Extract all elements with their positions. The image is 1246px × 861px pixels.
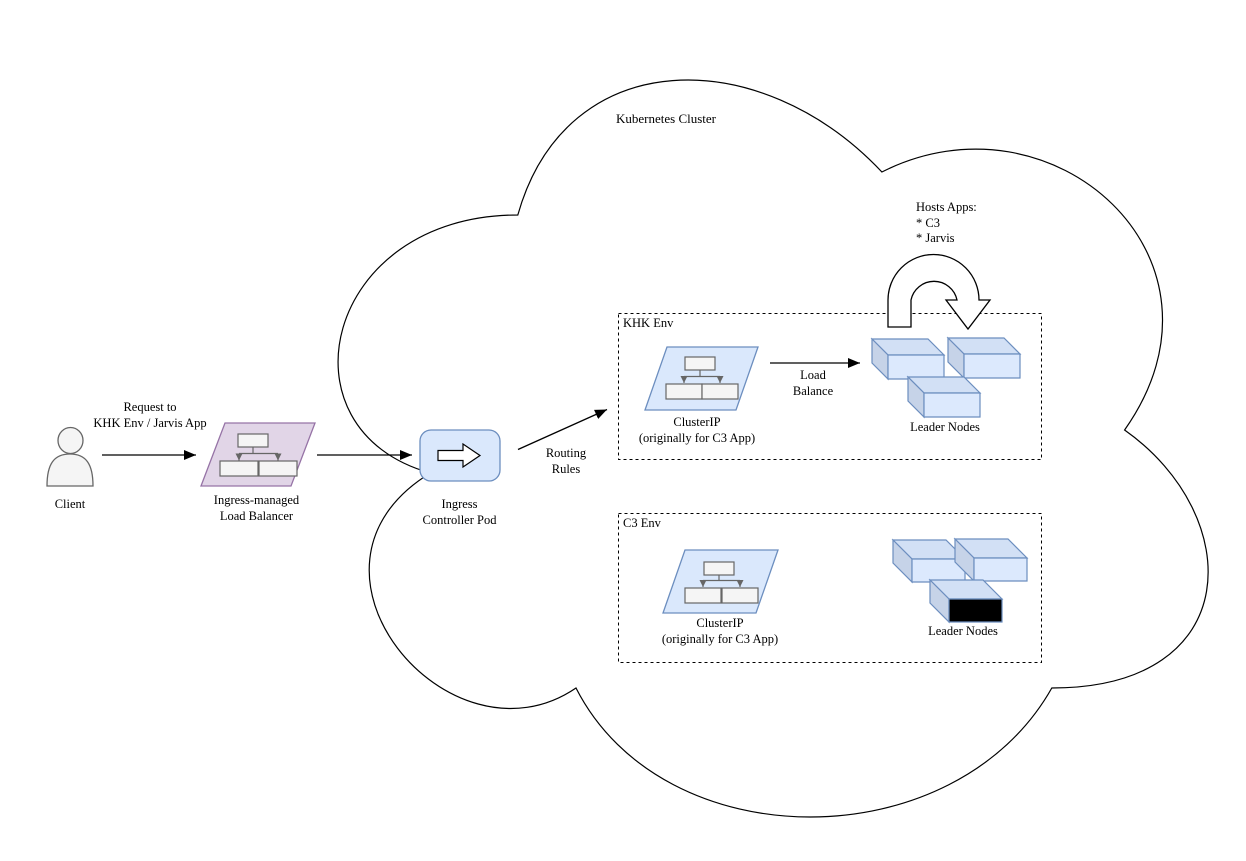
cube-icon — [946, 336, 1022, 380]
load-balancer-tree-icon — [219, 433, 298, 477]
u-turn-arrow-icon — [887, 253, 992, 331]
khk-clusterip-tree-icon — [665, 356, 739, 400]
load-balance-label: Load Balance — [792, 368, 834, 398]
khk-leader-nodes-icon — [870, 336, 1022, 419]
ingress-pod-label: Ingress Controller Pod — [422, 497, 497, 527]
routing-rules-arrow — [517, 408, 608, 451]
c3-clusterip-shape — [662, 549, 779, 614]
load-balancer-shape — [200, 422, 316, 487]
load-balancer-label: Ingress-managed Load Balancer — [213, 493, 300, 523]
khk-leader-nodes-label: Leader Nodes — [910, 420, 980, 434]
hosts-apps-label: Hosts Apps: * C3 * Jarvis — [916, 200, 977, 245]
client-label: Client — [54, 497, 86, 511]
right-arrow-icon — [437, 442, 482, 469]
c3-clusterip-tree-icon — [684, 561, 759, 604]
client-icon — [46, 426, 94, 487]
c3-env-box — [618, 513, 1042, 663]
khk-clusterip-shape — [644, 346, 759, 411]
khk-env-box — [618, 313, 1042, 460]
routing-rules-label: Routing Rules — [545, 446, 587, 476]
khk-clusterip-label: ClusterIP (originally for C3 App) — [638, 415, 756, 445]
c3-leader-nodes-icon — [891, 537, 1029, 624]
cluster-title: Kubernetes Cluster — [616, 111, 717, 126]
c3-leader-nodes-label: Leader Nodes — [928, 624, 998, 638]
cube-icon — [928, 578, 1004, 624]
request-arrow-label: Request to KHK Env / Jarvis App — [93, 400, 207, 430]
khk-env-title: KHK Env — [623, 316, 674, 330]
cube-icon — [906, 375, 982, 419]
c3-env-title: C3 Env — [623, 516, 661, 530]
cube-icon — [953, 537, 1029, 583]
ingress-pod-shape — [419, 429, 501, 482]
cube-icon — [870, 337, 946, 381]
c3-clusterip-label: ClusterIP (originally for C3 App) — [661, 616, 779, 646]
